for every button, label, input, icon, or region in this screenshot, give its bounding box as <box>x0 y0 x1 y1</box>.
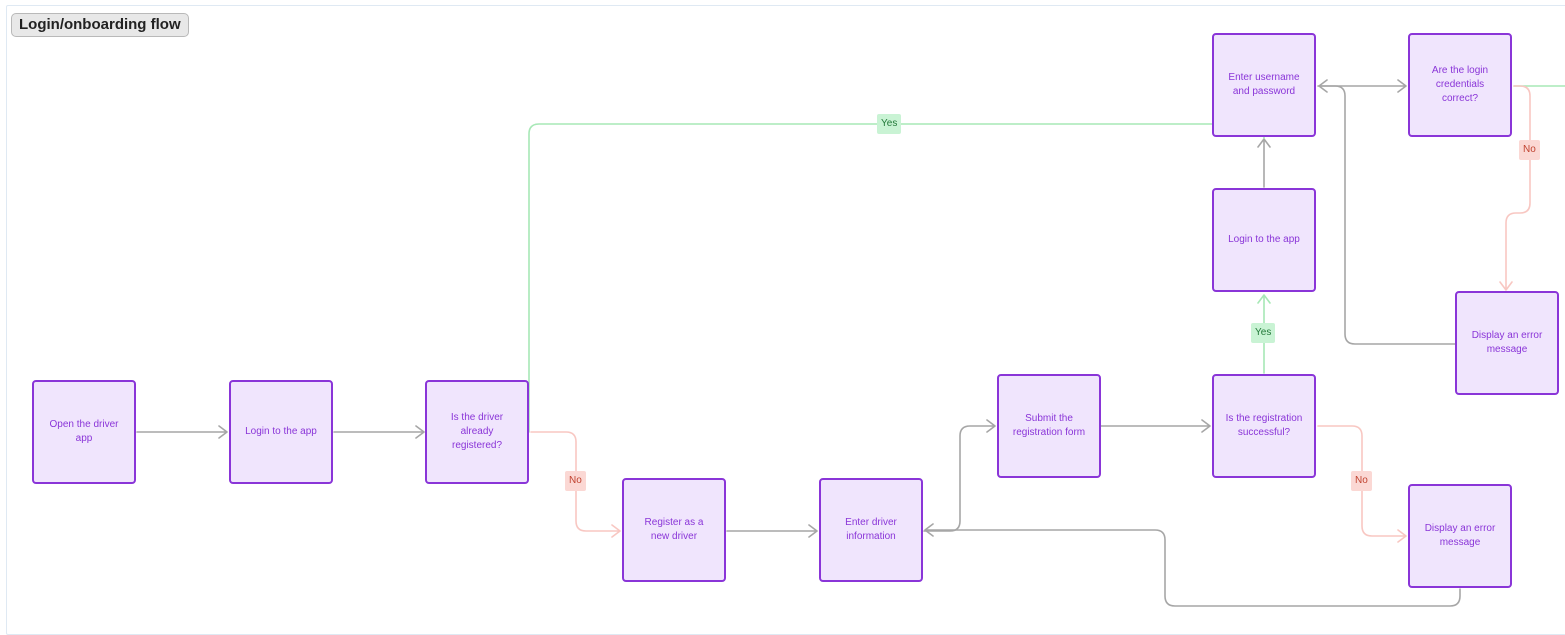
edge-login-to-decision <box>333 425 425 439</box>
label-no-successful: No <box>1351 471 1372 491</box>
edge-error-back-to-info <box>924 523 1461 607</box>
edge-register-to-info <box>726 524 818 538</box>
edge-error-back-to-credentials <box>1318 79 1456 345</box>
node-login-credentials-correct[interactable]: Are the login credentials correct? <box>1408 33 1512 137</box>
label-yes-registered: Yes <box>877 114 902 134</box>
label-yes-successful: Yes <box>1251 323 1276 343</box>
node-registration-successful[interactable]: Is the registration successful? <box>1212 374 1316 478</box>
node-enter-username-password[interactable]: Enter username and password <box>1212 33 1316 137</box>
node-login-to-app-2[interactable]: Login to the app <box>1212 188 1316 292</box>
edge-login2-to-credentials <box>1257 138 1271 188</box>
node-login-to-app[interactable]: Login to the app <box>229 380 333 484</box>
edge-no-credentials-correct <box>1499 85 1531 291</box>
flow-title: Login/onboarding flow <box>11 13 189 37</box>
node-driver-already-registered[interactable]: Is the driver already registered? <box>425 380 529 484</box>
node-register-new-driver[interactable]: Register as a new driver <box>622 478 726 582</box>
edge-info-to-submit <box>923 419 996 532</box>
label-no-credentials: No <box>1519 140 1540 160</box>
node-registration-error-message[interactable]: Display an error message <box>1408 484 1512 588</box>
node-submit-registration-form[interactable]: Submit the registration form <box>997 374 1101 478</box>
node-open-driver-app[interactable]: Open the driver app <box>32 380 136 484</box>
node-login-error-message[interactable]: Display an error message <box>1455 291 1559 395</box>
node-enter-driver-information[interactable]: Enter driver information <box>819 478 923 582</box>
label-no-registered: No <box>565 471 586 491</box>
edge-submit-to-decision <box>1100 419 1211 433</box>
edge-yes-already-registered <box>528 123 1265 433</box>
edge-open-to-login <box>136 425 228 439</box>
